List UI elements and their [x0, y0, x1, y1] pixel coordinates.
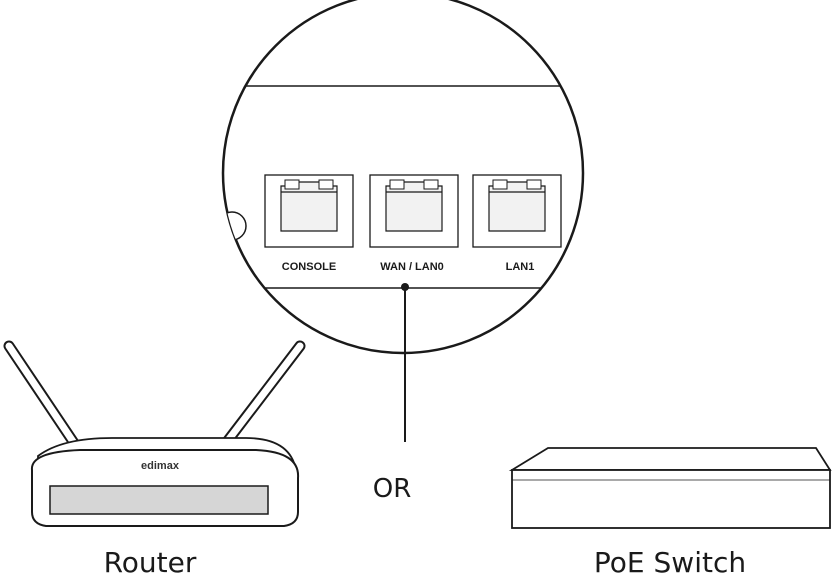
zoom-circle: ET CONSOLE WAN / LAN0 [221, 0, 585, 355]
poe-switch-illustration [508, 447, 832, 529]
port-label-lan1: LAN1 [506, 261, 535, 273]
router-label: Router [104, 546, 197, 579]
switch-top [508, 447, 832, 471]
port-label-wan-lan0: WAN / LAN0 [380, 261, 444, 273]
port-label-console: CONSOLE [282, 261, 336, 273]
poe-switch-label: PoE Switch [594, 546, 746, 579]
port-console [264, 174, 354, 248]
or-label: OR [373, 474, 412, 504]
port-wan-lan0 [369, 174, 459, 248]
router-illustration: edimax [3, 340, 306, 527]
port-lan1 [472, 174, 562, 248]
router-antenna-left [3, 340, 80, 449]
router-brand-logo: edimax [141, 460, 180, 472]
router-front-panel [49, 485, 269, 515]
reset-label-partial: ET [232, 261, 246, 273]
reset-button-icon [223, 211, 247, 241]
switch-body [511, 469, 831, 529]
router-antenna-right [220, 340, 306, 449]
